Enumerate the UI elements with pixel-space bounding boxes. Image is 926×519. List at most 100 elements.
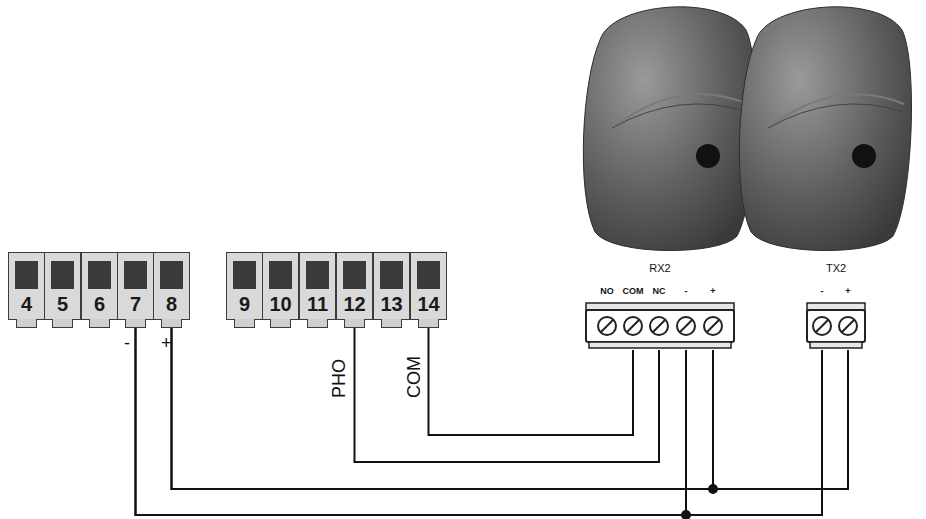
screw-head — [598, 317, 616, 335]
wire — [172, 328, 714, 489]
terminal: 6 — [81, 252, 118, 328]
block-foot — [810, 342, 862, 348]
block-body — [807, 310, 865, 342]
terminal-window — [160, 261, 183, 289]
terminal-number: 6 — [82, 293, 117, 316]
pin-name: + — [830, 286, 866, 296]
terminal-body: 4 — [8, 252, 45, 320]
receiver-housing — [583, 7, 755, 251]
terminal-block-body — [806, 262, 866, 350]
terminal-window — [380, 261, 403, 289]
terminal-window — [15, 261, 38, 289]
screw-terminal: - — [810, 286, 834, 350]
pin-name: - — [668, 286, 704, 296]
screw-head — [813, 317, 831, 335]
screw-slot — [653, 320, 665, 332]
terminal-body: 14 — [410, 252, 447, 320]
screw-slot — [816, 320, 828, 332]
pin-name: COM — [615, 286, 651, 296]
screw-terminal: + — [836, 286, 860, 350]
wire — [172, 328, 849, 489]
terminal: 5 — [44, 252, 81, 328]
terminal-number: 12 — [337, 293, 372, 316]
terminal-window — [124, 261, 147, 289]
screw-head — [839, 317, 857, 335]
transmitter-housing — [739, 7, 911, 251]
polarity-mark: + — [161, 334, 172, 352]
terminal: 4 — [8, 252, 45, 328]
terminal-block: TX2-+ — [806, 262, 866, 350]
screw-slot — [707, 320, 719, 332]
terminal-tab — [89, 319, 110, 328]
terminal-tab — [161, 319, 182, 328]
screw-head — [677, 317, 695, 335]
terminal-number: 7 — [118, 293, 153, 316]
screw-head — [650, 317, 668, 335]
terminal-window — [51, 261, 74, 289]
terminal-window — [306, 261, 329, 289]
block-foot — [589, 342, 731, 348]
terminal-body: 7 — [117, 252, 154, 320]
wire — [136, 328, 823, 515]
terminal-tab — [381, 319, 402, 328]
terminal-window — [343, 261, 366, 289]
terminal-body: 6 — [81, 252, 118, 320]
terminal-number: 14 — [411, 293, 446, 316]
terminal-tab — [16, 319, 37, 328]
pin-name: + — [695, 286, 731, 296]
screw-terminal: NO — [595, 286, 619, 350]
terminal-number: 11 — [300, 293, 335, 316]
pin-name: - — [804, 286, 840, 296]
terminal-tab — [344, 319, 365, 328]
terminal: 10 — [262, 252, 299, 328]
terminal: 8 — [153, 252, 190, 328]
terminal-number: 10 — [263, 293, 298, 316]
block-body — [586, 310, 734, 342]
pin-name: NC — [641, 286, 677, 296]
terminal-tab — [270, 319, 291, 328]
terminal-number: 13 — [374, 293, 409, 316]
terminal-number: 4 — [9, 293, 44, 316]
screw-slot — [842, 320, 854, 332]
terminal-block: RX2NOCOMNC-+ — [585, 262, 735, 350]
terminal: 11 — [299, 252, 336, 328]
terminal: 13 — [373, 252, 410, 328]
terminal-tab — [418, 319, 439, 328]
wire — [136, 328, 687, 515]
terminal: 9 — [226, 252, 263, 328]
device-label: RX2 — [585, 262, 735, 274]
terminal-number: 5 — [45, 293, 80, 316]
terminal: 7 — [117, 252, 154, 328]
signal-name: COM — [405, 356, 423, 398]
screw-head — [624, 317, 642, 335]
polarity-mark: - — [124, 334, 130, 352]
terminal-tab — [125, 319, 146, 328]
terminal-body: 11 — [299, 252, 336, 320]
terminal-number: 8 — [154, 293, 189, 316]
terminal-tab — [234, 319, 255, 328]
terminal-number: 9 — [227, 293, 262, 316]
screw-terminal: - — [674, 286, 698, 350]
terminal-window — [233, 261, 256, 289]
terminal-block-body — [585, 262, 735, 350]
terminal-body: 12 — [336, 252, 373, 320]
terminal-body: 10 — [262, 252, 299, 320]
screw-head — [704, 317, 722, 335]
terminal: 12 — [336, 252, 373, 328]
terminal-window — [269, 261, 292, 289]
screw-terminal: + — [701, 286, 725, 350]
screw-slot — [601, 320, 613, 332]
terminal-body: 5 — [44, 252, 81, 320]
screw-terminal: COM — [621, 286, 645, 350]
signal-name: PHO — [330, 359, 348, 398]
terminal-tab — [52, 319, 73, 328]
screw-slot — [627, 320, 639, 332]
screw-terminal: NC — [647, 286, 671, 350]
terminal-body: 13 — [373, 252, 410, 320]
screw-slot — [680, 320, 692, 332]
terminal-tab — [307, 319, 328, 328]
terminal-body: 9 — [226, 252, 263, 320]
pin-name: NO — [589, 286, 625, 296]
terminal: 14 — [410, 252, 447, 328]
terminal-body: 8 — [153, 252, 190, 320]
